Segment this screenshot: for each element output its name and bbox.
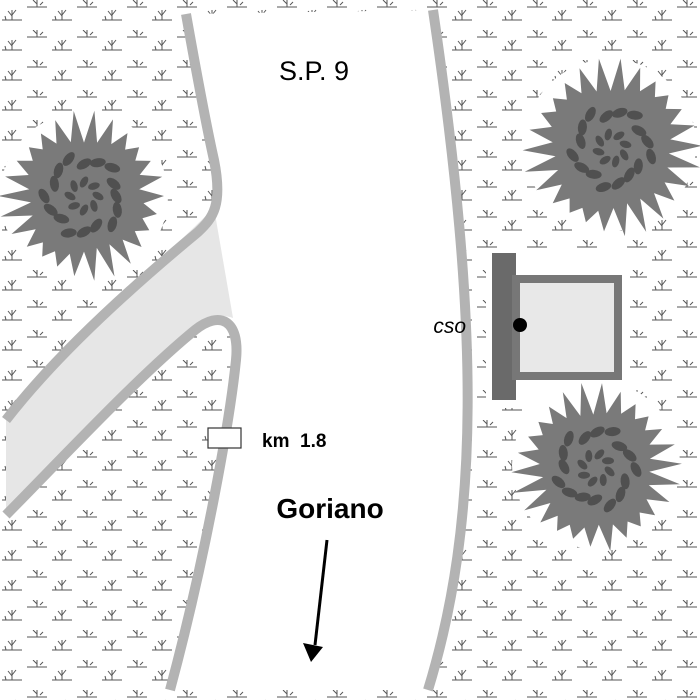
shrub-icon bbox=[0, 110, 164, 281]
road-edge-left-upper bbox=[2, 13, 223, 424]
side-road-surface bbox=[6, 208, 233, 515]
shrub-icon bbox=[511, 383, 682, 551]
arrow-down-icon bbox=[303, 539, 329, 662]
point-marker-icon bbox=[513, 318, 527, 332]
structure-code-label: cso bbox=[433, 315, 466, 338]
kilometer-post-icon bbox=[207, 427, 242, 449]
direction-town-label: Goriano bbox=[276, 493, 383, 524]
cso-building bbox=[492, 253, 622, 400]
road-edge-left-lower bbox=[2, 315, 242, 692]
road-edge-right bbox=[423, 9, 473, 692]
building-body bbox=[512, 275, 622, 380]
km-marker-label: km 1.8 bbox=[262, 431, 326, 452]
trees-group bbox=[0, 58, 700, 551]
shrub-icon bbox=[522, 58, 700, 237]
road-name-label: S.P. 9 bbox=[279, 56, 349, 86]
